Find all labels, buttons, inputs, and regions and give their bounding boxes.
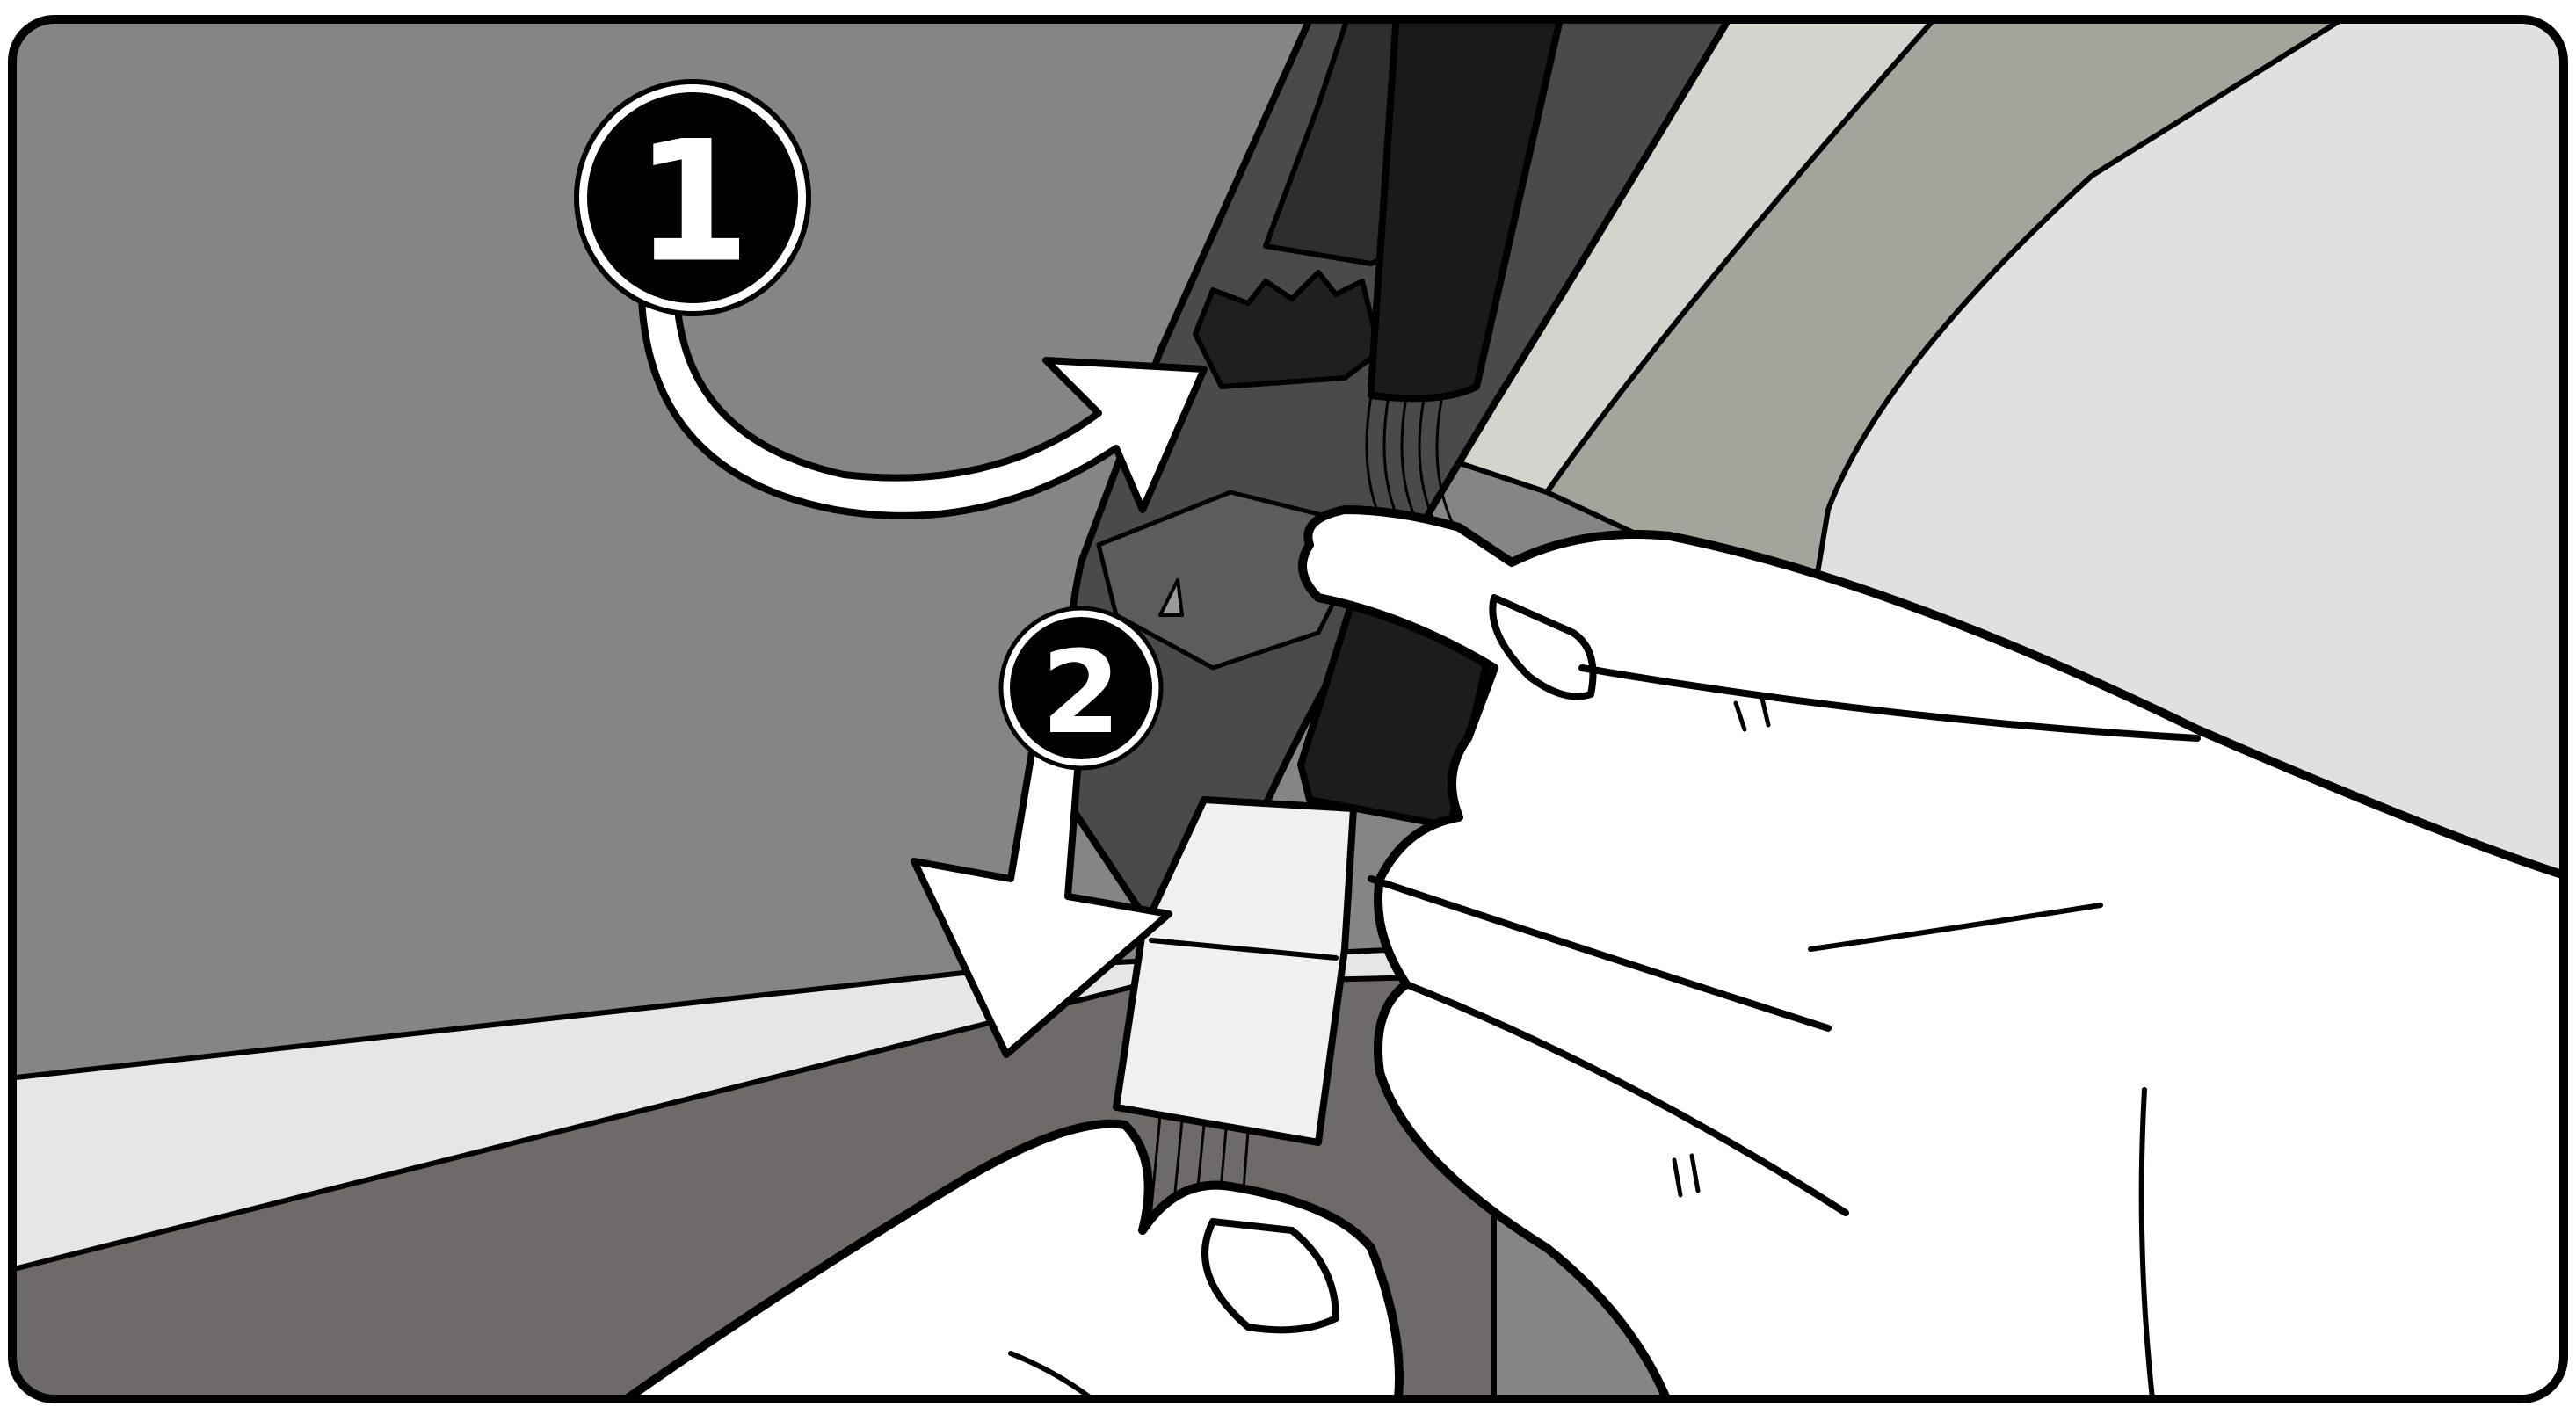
step-2-badge: 2 [1001, 608, 1161, 768]
step-1-badge: 1 [577, 82, 809, 314]
step-2-number: 2 [1041, 626, 1121, 759]
step-1-number: 1 [635, 105, 751, 300]
